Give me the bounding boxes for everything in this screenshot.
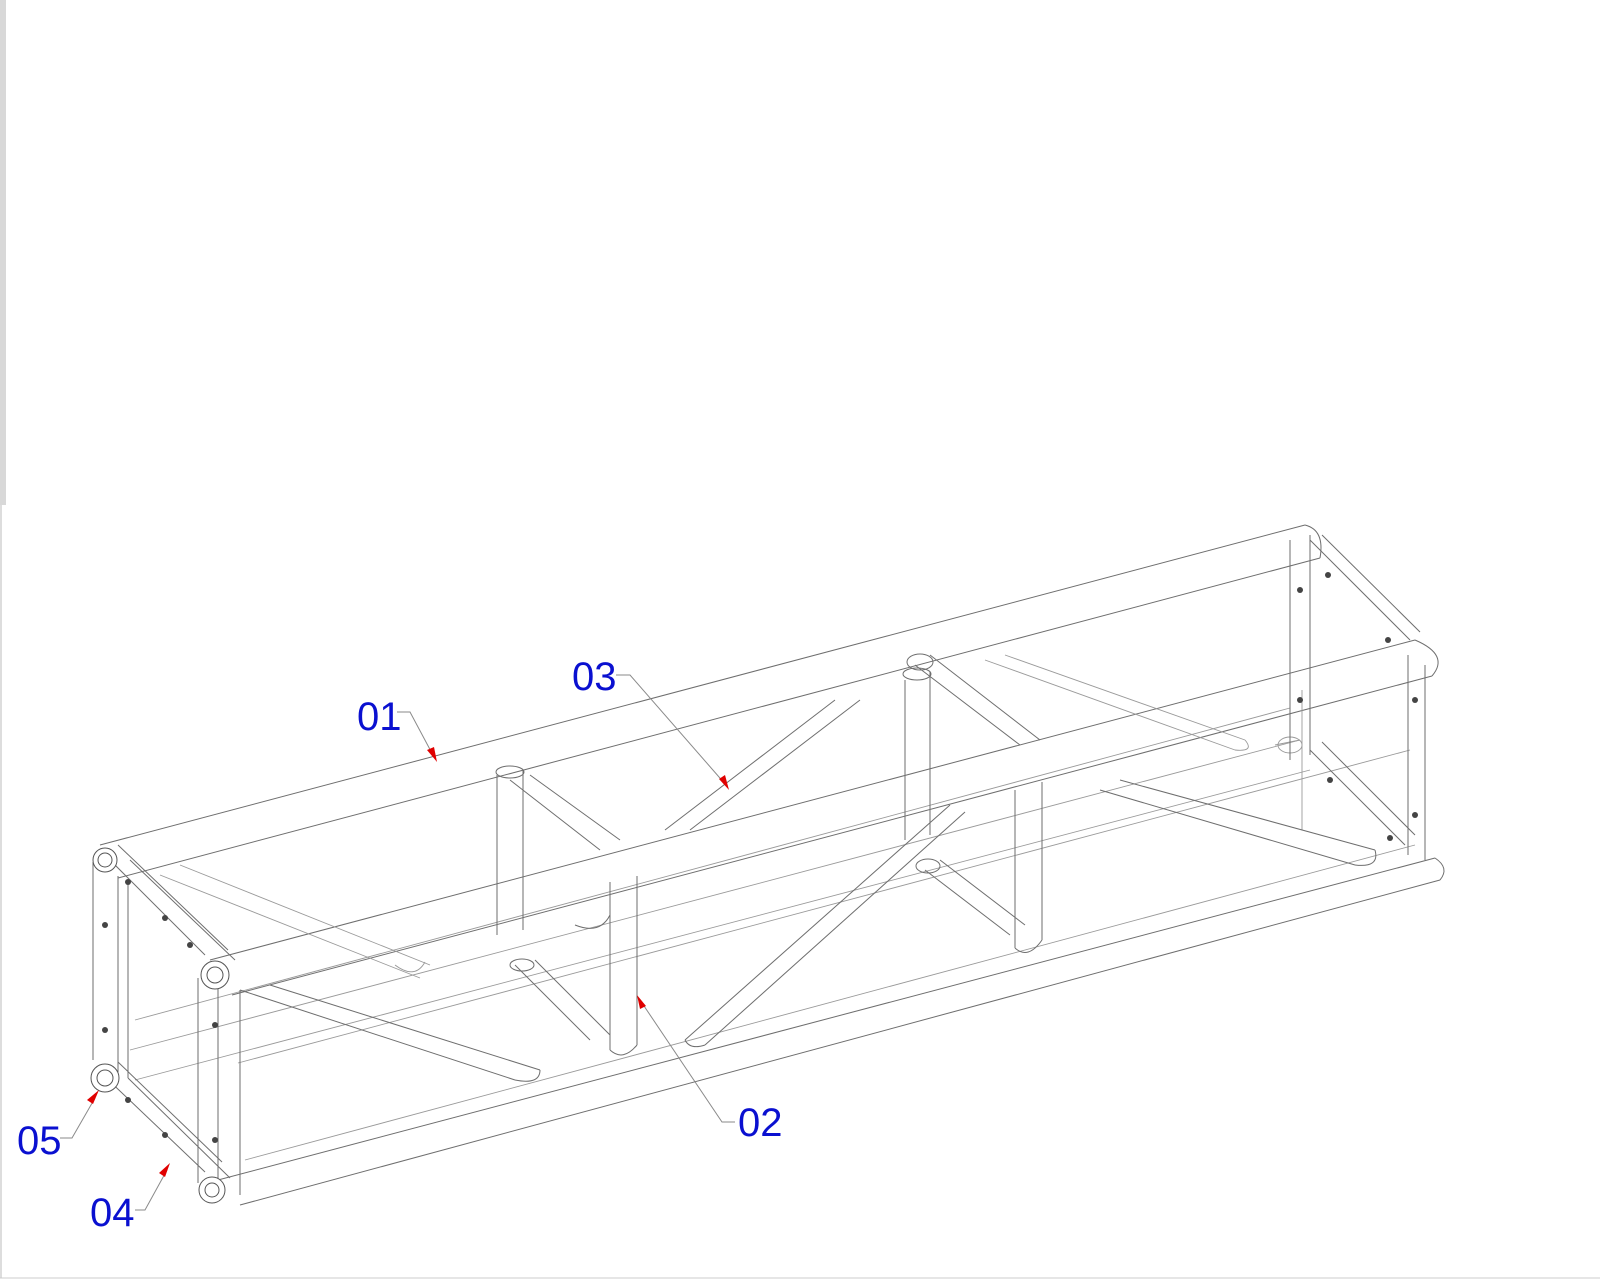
callout-label-01: 01 xyxy=(357,695,402,739)
callout-05: 05 xyxy=(17,1090,99,1163)
callout-02: 02 xyxy=(637,995,783,1145)
arrow-04 xyxy=(159,1163,170,1177)
arrow-02 xyxy=(637,995,646,1009)
callout-label-03: 03 xyxy=(572,655,617,699)
right-end-frame xyxy=(1289,534,1426,860)
callout-label-02: 02 xyxy=(738,1101,783,1145)
callout-label-04: 04 xyxy=(90,1191,135,1235)
vertical-posts xyxy=(495,667,1303,1056)
diagonal-braces xyxy=(159,653,1377,1082)
callout-label-05: 05 xyxy=(17,1119,62,1163)
callout-04: 04 xyxy=(90,1163,170,1235)
bottom-front-chord xyxy=(217,857,1445,1206)
callout-01: 01 xyxy=(357,695,437,762)
top-back-chord xyxy=(99,524,1322,879)
bottom-back-chord xyxy=(129,739,1311,1081)
callout-03: 03 xyxy=(572,655,729,790)
arrow-03 xyxy=(719,775,729,790)
inner-bottom-lines xyxy=(134,707,1416,1161)
left-end-frame xyxy=(90,844,241,1204)
top-front-chord xyxy=(209,639,1439,996)
left-margin-bar xyxy=(0,0,6,505)
arrow-05 xyxy=(87,1090,99,1104)
arrow-01 xyxy=(427,747,437,762)
